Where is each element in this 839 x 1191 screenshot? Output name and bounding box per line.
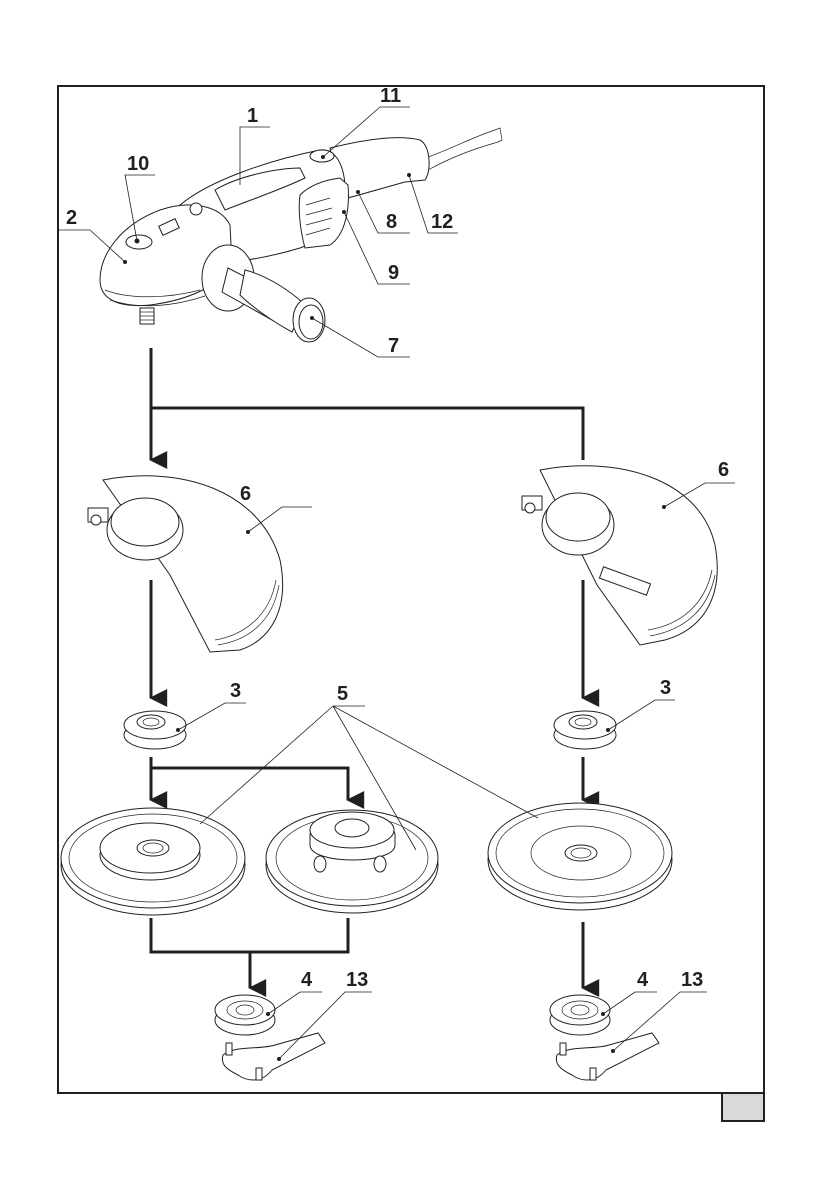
pin-spanner-right (556, 1033, 659, 1080)
callout-11: 11 (380, 85, 401, 107)
clamping-flange-left (215, 995, 275, 1035)
wheel-guard-left (88, 476, 283, 652)
callout-6-left: 6 (240, 483, 251, 505)
flange-nut-left (124, 711, 186, 749)
disc-depressed-center (61, 808, 245, 915)
callout-13-left: 13 (346, 969, 368, 991)
arrow-to-disc-middle (151, 768, 348, 800)
callout-2: 2 (66, 207, 77, 229)
join-discs-line (151, 918, 348, 952)
disc-flat (488, 803, 672, 910)
callout-8: 8 (386, 211, 397, 233)
side-handle (202, 245, 325, 342)
callout-9: 9 (388, 262, 399, 284)
callout-5: 5 (337, 683, 348, 705)
callout-3-right: 3 (660, 677, 671, 699)
angle-grinder (100, 128, 502, 342)
disc-cup-wheel (266, 810, 438, 913)
callout-1: 1 (247, 105, 258, 127)
pin-spanner-left (222, 1033, 325, 1080)
callout-10: 10 (127, 153, 149, 175)
callout-13-right: 13 (681, 969, 703, 991)
flange-nut-right (554, 711, 616, 749)
callout-3-left: 3 (230, 680, 241, 702)
callout-6-right: 6 (718, 459, 729, 481)
callout-12: 12 (431, 211, 453, 233)
branch-to-guard-right (151, 408, 583, 460)
callout-4-right: 4 (637, 969, 649, 991)
clamping-flange-right (550, 995, 610, 1035)
callout-4-left: 4 (301, 969, 313, 991)
callout-7: 7 (388, 335, 399, 357)
power-cable (420, 128, 502, 170)
